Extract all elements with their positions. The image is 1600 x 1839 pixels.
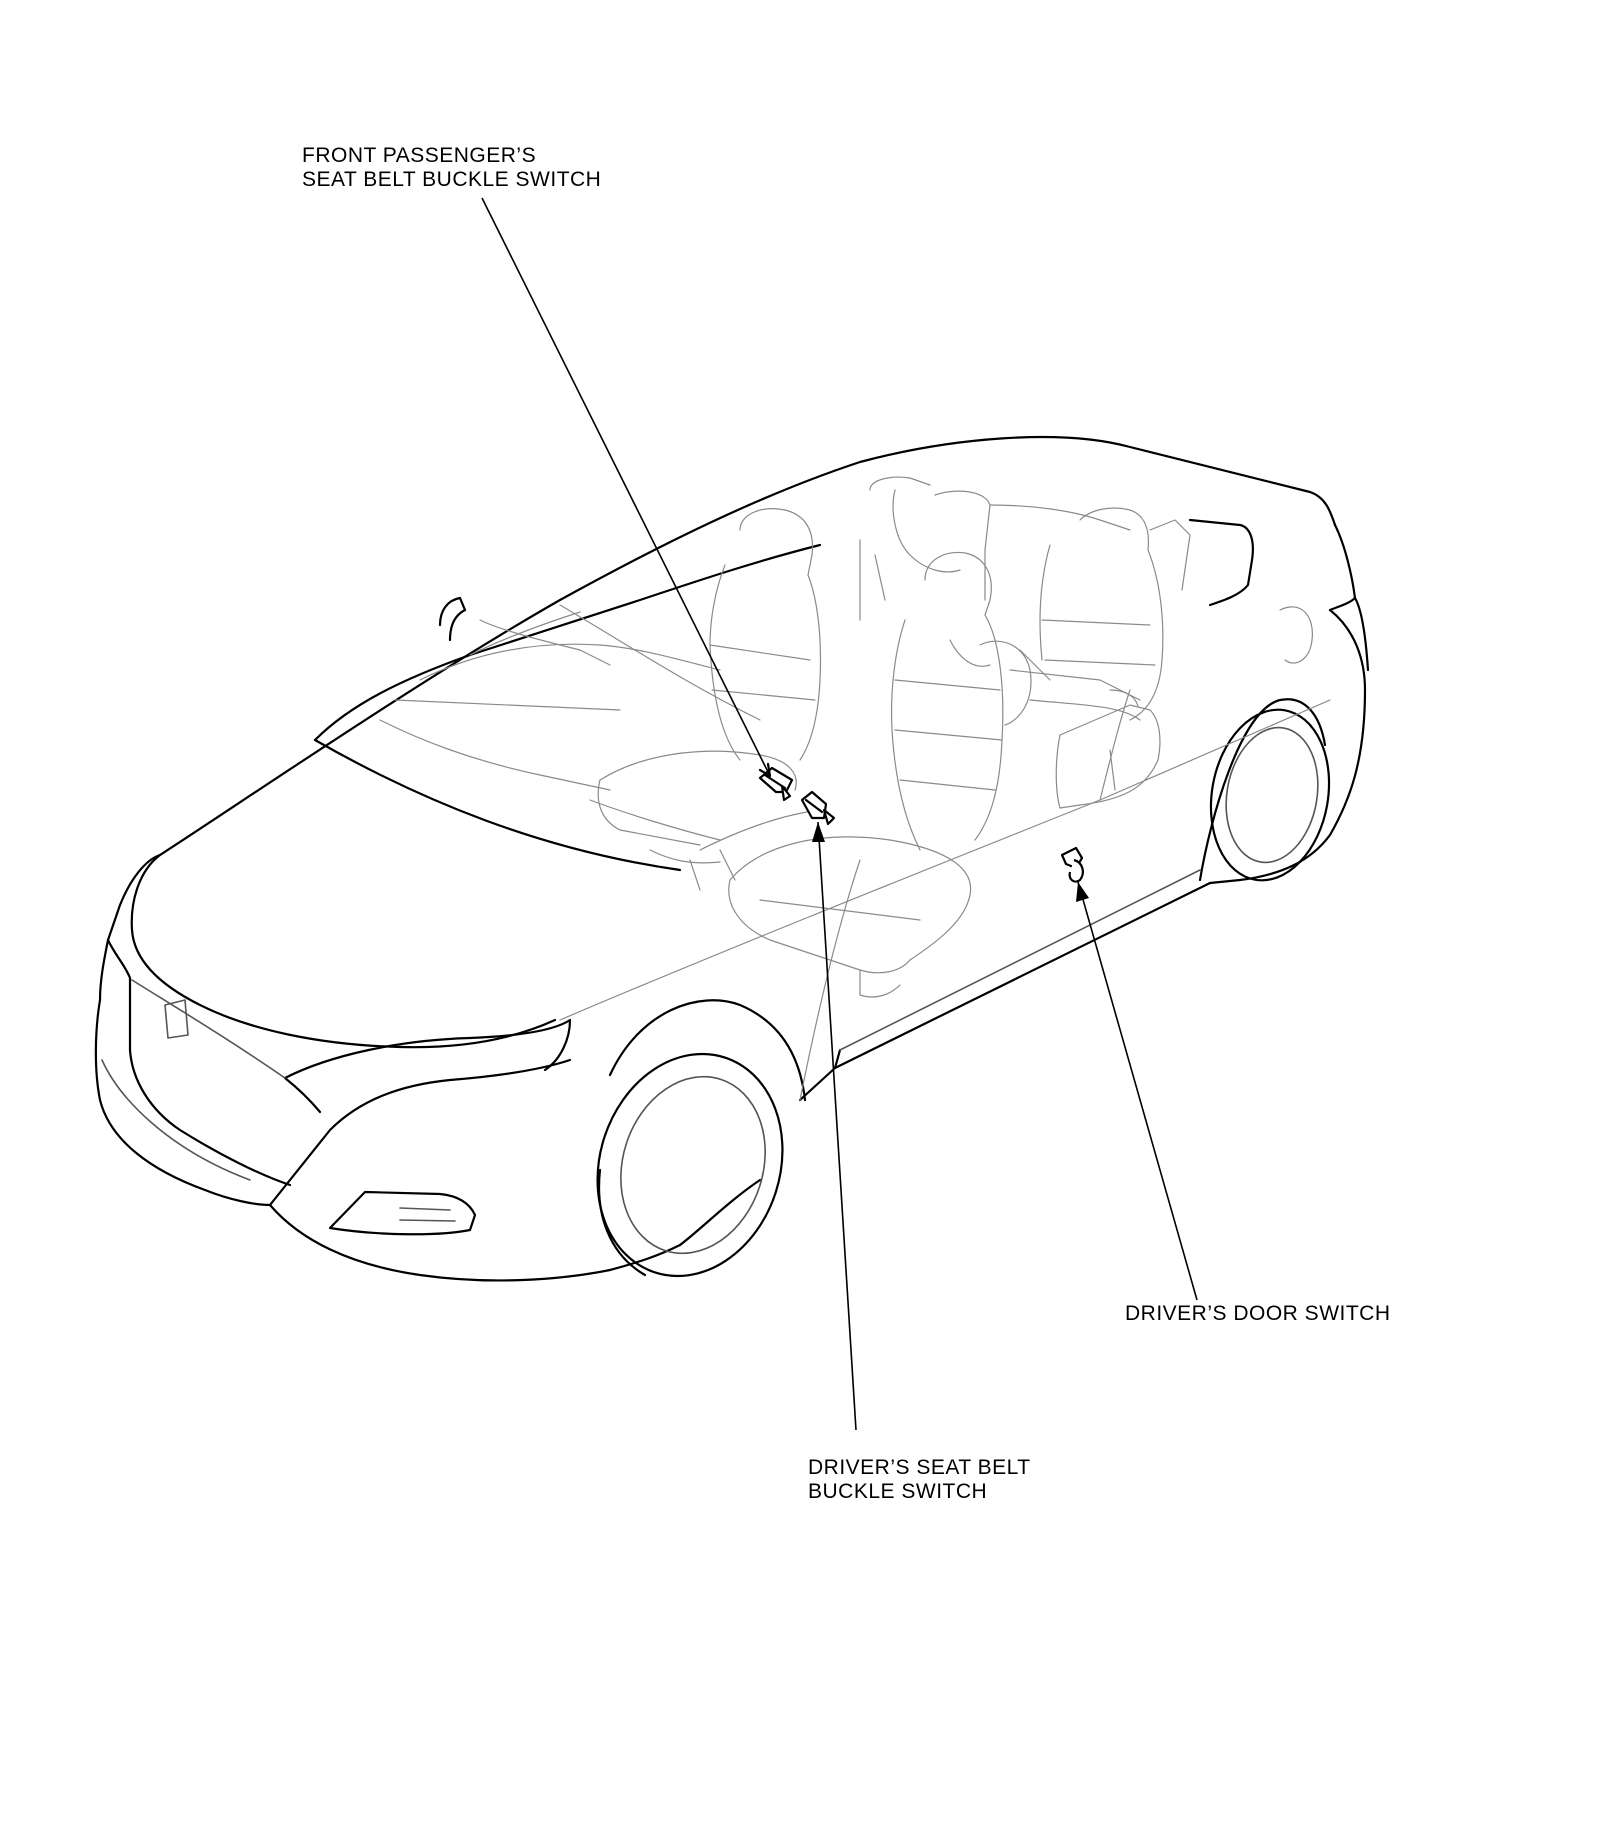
callout-drivers-door-switch: DRIVER’S DOOR SWITCH — [1125, 1302, 1391, 1326]
car-interior — [379, 476, 1191, 998]
leader-drivers-door-switch — [1077, 881, 1198, 1301]
callout-front-passenger-line2: SEAT BELT BUCKLE SWITCH — [302, 168, 602, 191]
callout-drivers-door-line1: DRIVER’S DOOR SWITCH — [1125, 1302, 1391, 1325]
leader-drivers-buckle — [817, 821, 857, 1431]
callout-drivers-buckle-line1: DRIVER’S SEAT BELT — [808, 1456, 1031, 1479]
callout-front-passenger-line1: FRONT PASSENGER’S — [302, 144, 537, 167]
leader-front-passenger-buckle — [481, 197, 771, 777]
leader-lines — [481, 197, 1198, 1431]
callout-drivers-buckle-line2: BUCKLE SWITCH — [808, 1480, 988, 1503]
callout-front-passenger-buckle-switch: FRONT PASSENGER’S SEAT BELT BUCKLE SWITC… — [302, 144, 601, 192]
drivers-door-switch-part — [1060, 846, 1084, 883]
car-body — [94, 435, 1370, 1282]
callout-drivers-buckle-switch: DRIVER’S SEAT BELT BUCKLE SWITCH — [808, 1456, 1031, 1504]
drivers-buckle-switch-part — [800, 790, 836, 826]
